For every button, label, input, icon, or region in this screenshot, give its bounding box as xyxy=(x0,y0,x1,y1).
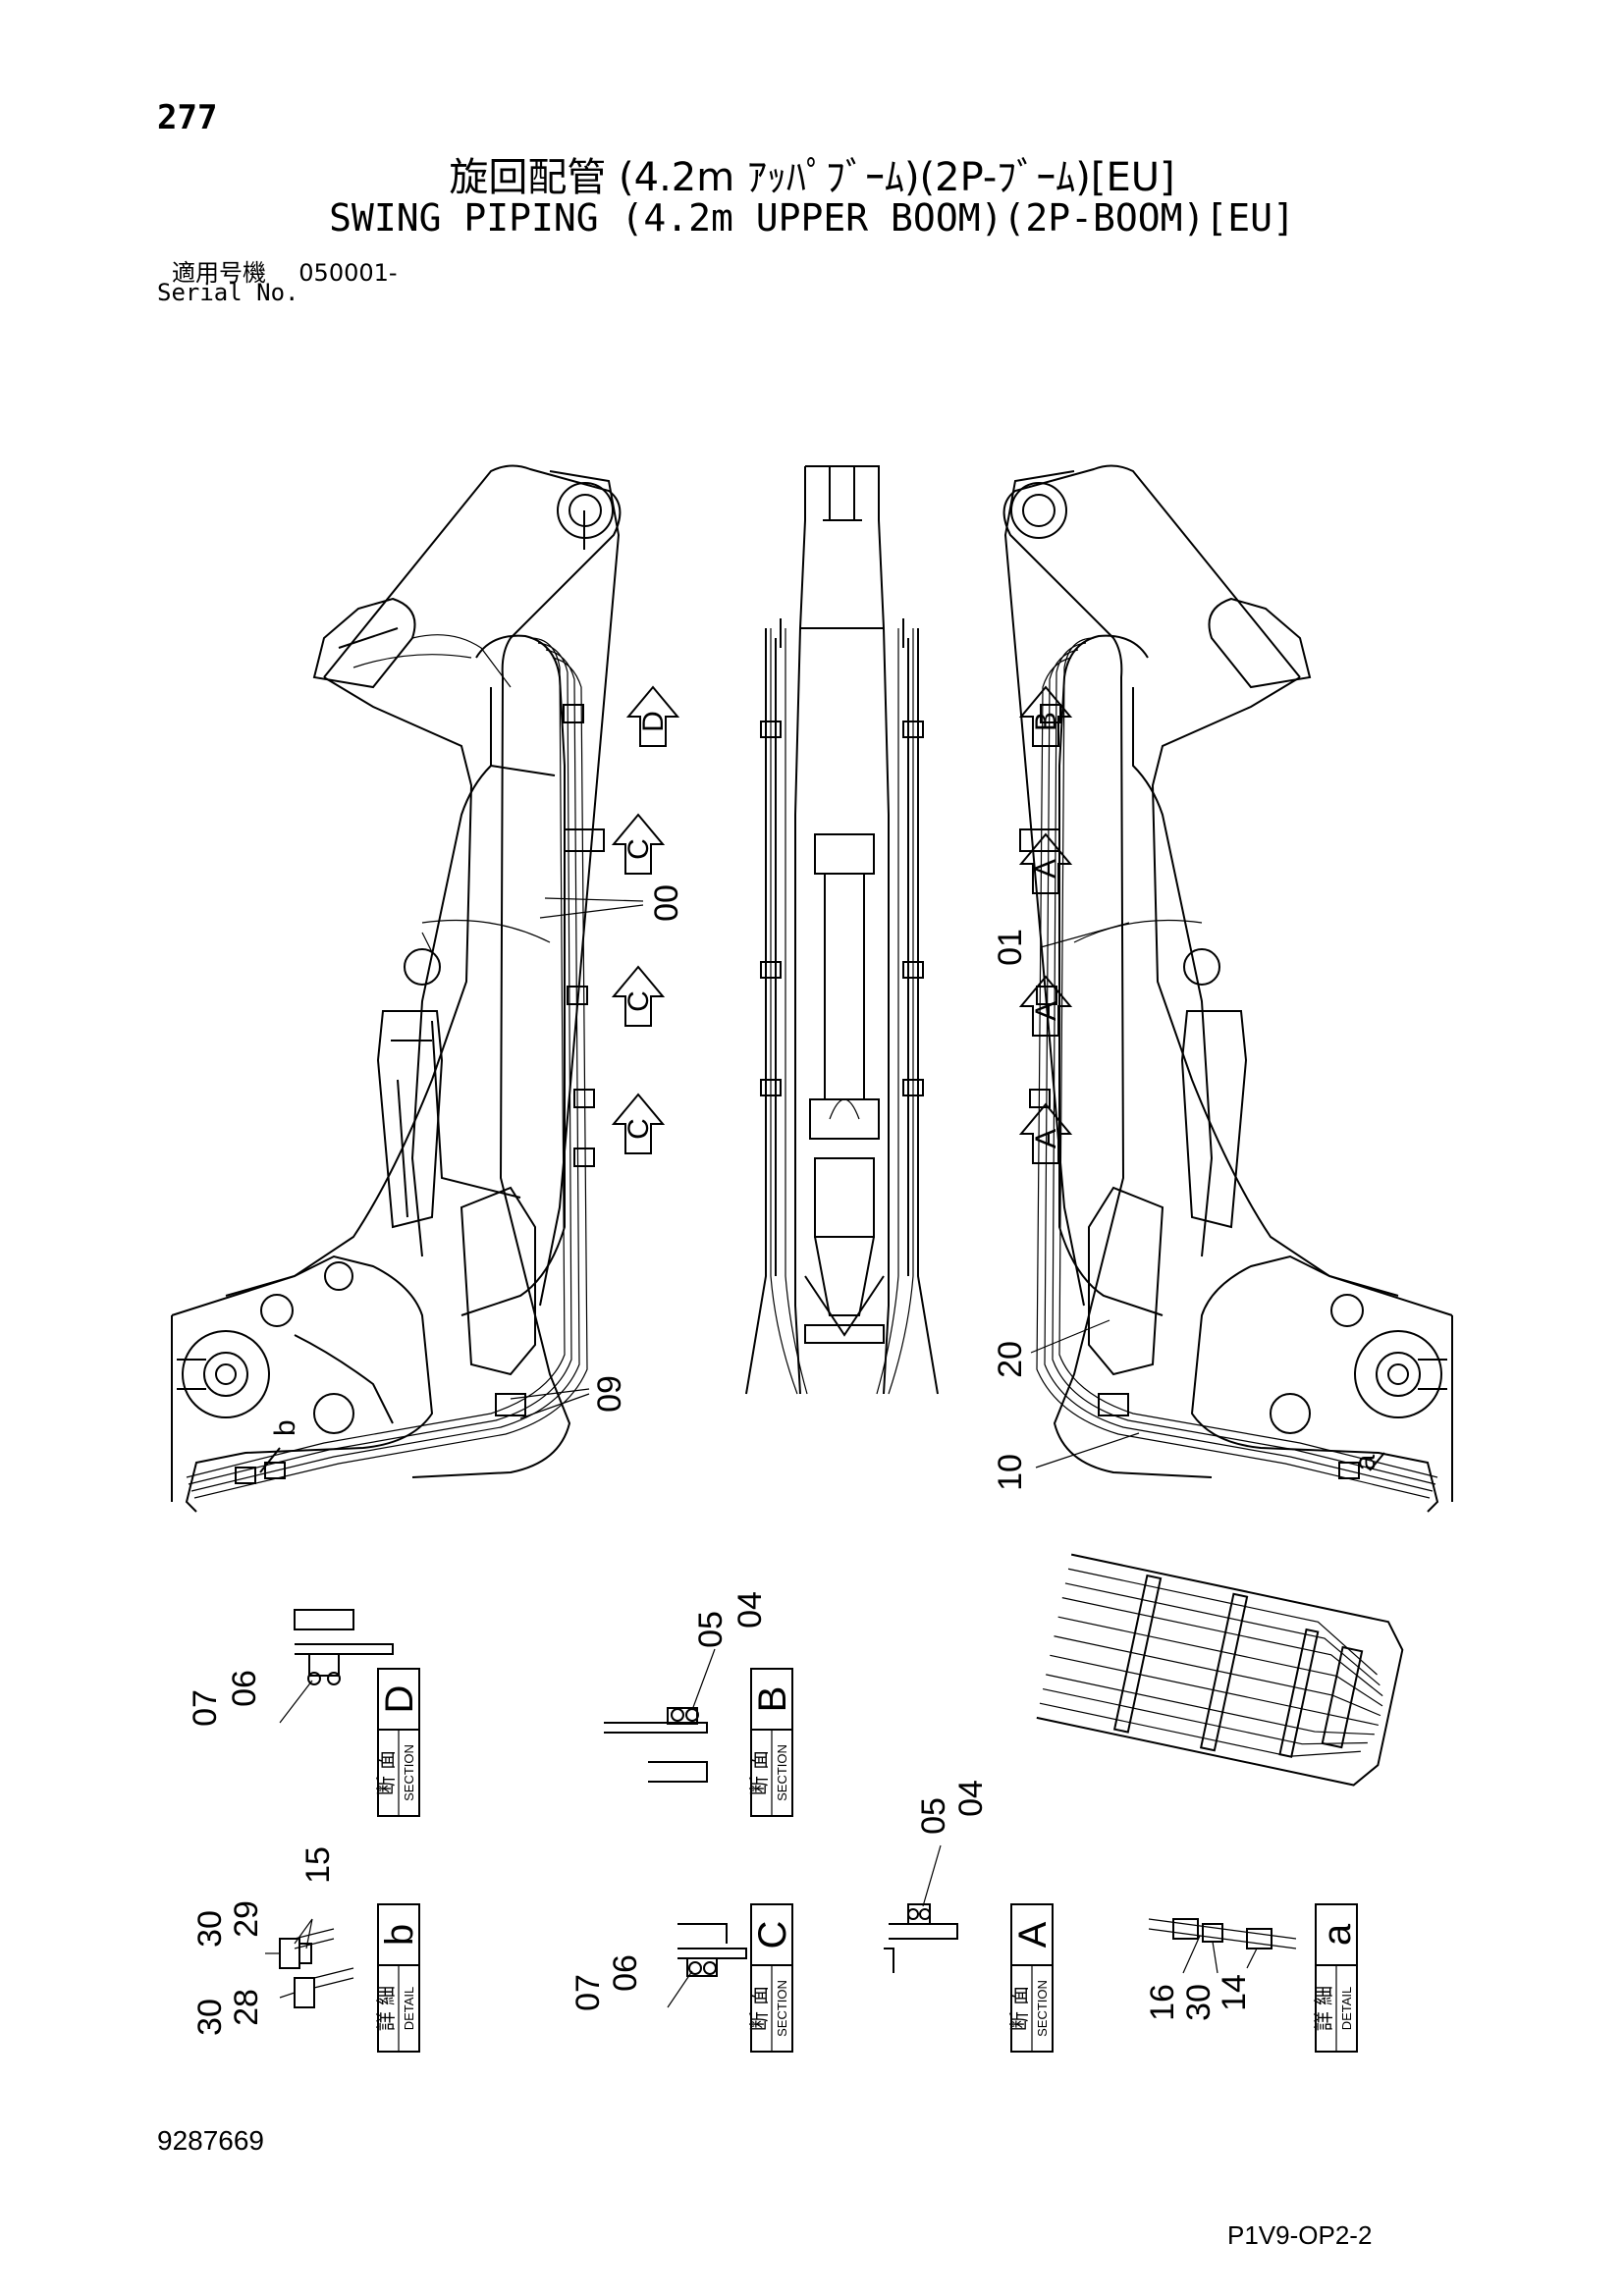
part-number-label: 16 xyxy=(1144,1984,1181,2021)
detail-box-a-5: a 詳 細 DETAIL xyxy=(1312,1903,1359,2053)
serial-label-english: Serial No. xyxy=(157,279,299,306)
callout-01: 01 xyxy=(992,922,1130,966)
part-number-label: 30 xyxy=(191,1910,229,1948)
serial-label-jp-text: 適用号機 xyxy=(172,259,266,287)
center-top-view xyxy=(745,465,939,1395)
view-arrow-c-1: C xyxy=(611,813,666,875)
detail-box-kind-en: SECTION xyxy=(402,1744,416,1801)
detail-box-kind-jp: 詳 細 xyxy=(374,1986,398,2031)
callout-00-label: 00 xyxy=(648,884,685,922)
view-arrow-a-2-letter: A xyxy=(1030,1001,1062,1021)
callout-09-label: 09 xyxy=(591,1375,628,1413)
detail-box-kind-en: SECTION xyxy=(1035,1980,1050,2037)
part-number-label: 14 xyxy=(1216,1974,1253,2011)
section-d-drawing xyxy=(279,1609,394,1724)
detail-a-drawing xyxy=(1148,1918,1297,1974)
view-arrow-d: D xyxy=(625,685,680,747)
right-boom-view xyxy=(1002,464,1453,1513)
part-number-label: 06 xyxy=(226,1670,263,1707)
detail-box-letter: D xyxy=(378,1685,421,1714)
part-number-label: 29 xyxy=(228,1900,265,1938)
callout-20: 20 xyxy=(992,1319,1110,1378)
part-number-label: 15 xyxy=(299,1846,337,1884)
section-c-drawing xyxy=(667,1923,747,2008)
part-number-label: 30 xyxy=(1180,1984,1218,2021)
plan-view-piping xyxy=(1036,1553,1404,1787)
section-b-drawing xyxy=(604,1648,716,1783)
part-number-label: 28 xyxy=(228,1989,265,2026)
view-arrow-a-3: A xyxy=(1018,1102,1073,1164)
page-number: 277 xyxy=(157,98,218,137)
callout-20-label: 20 xyxy=(992,1341,1029,1378)
detail-box-b-2: b 詳 細 DETAIL xyxy=(374,1903,421,2053)
detail-box-kind-en: SECTION xyxy=(775,1980,789,2037)
title-japanese: 旋回配管 (4.2m ｱｯﾊﾟﾌﾞｰﾑ)(2P-ﾌﾞｰﾑ)[EU] xyxy=(449,155,1175,200)
detail-box-kind-jp: 断 面 xyxy=(747,1750,771,1795)
part-number-label: 05 xyxy=(692,1611,730,1648)
callout-10: 10 xyxy=(992,1432,1140,1491)
detail-box-A-4: A 断 面 SECTION xyxy=(1007,1903,1055,2053)
detail-box-kind-jp: 断 面 xyxy=(1007,1986,1031,2031)
view-arrow-c-2: C xyxy=(611,965,666,1027)
part-number-label: 30 xyxy=(191,1999,229,2036)
left-boom-view: b xyxy=(171,464,622,1513)
callout-09: 09 xyxy=(510,1375,628,1419)
detail-box-kind-jp: 詳 細 xyxy=(1312,1986,1335,2031)
detail-marker-b: b xyxy=(269,1419,301,1436)
view-arrow-b-letter: B xyxy=(1030,712,1062,731)
detail-box-letter: b xyxy=(378,1924,421,1946)
view-arrow-d-letter: D xyxy=(637,711,670,732)
callout-00: 00 xyxy=(539,884,685,922)
detail-box-kind-en: DETAIL xyxy=(402,1987,416,2031)
view-arrow-c-1-letter: C xyxy=(623,838,655,860)
serial-number-value: 050001- xyxy=(298,259,398,287)
part-number-label: 04 xyxy=(952,1780,990,1817)
detail-box-letter: A xyxy=(1011,1921,1055,1948)
part-number-label: 07 xyxy=(569,1974,607,2011)
detail-b-drawing xyxy=(265,1918,354,2008)
detail-box-letter: B xyxy=(751,1686,794,1713)
view-arrow-a-1-letter: A xyxy=(1030,859,1062,879)
detail-box-C-3: C 断 面 SECTION xyxy=(747,1903,794,2053)
document-number: 9287669 xyxy=(157,2125,265,2156)
callout-10-label: 10 xyxy=(992,1454,1029,1491)
part-number-label: 05 xyxy=(915,1797,952,1835)
serial-label-japanese: 適用号機 050001- xyxy=(172,253,398,288)
view-arrow-b: B xyxy=(1018,685,1073,747)
view-arrow-a-3-letter: A xyxy=(1030,1129,1062,1148)
view-arrow-a-2: A xyxy=(1018,975,1073,1037)
detail-box-D-0: D 断 面 SECTION xyxy=(374,1668,421,1817)
view-arrow-a-1: A xyxy=(1018,832,1073,894)
detail-box-kind-en: SECTION xyxy=(775,1744,789,1801)
view-arrow-c-3: C xyxy=(611,1093,666,1154)
part-number-label: 06 xyxy=(607,1954,644,1992)
detail-box-kind-jp: 断 面 xyxy=(747,1986,771,2031)
detail-box-kind-jp: 断 面 xyxy=(374,1750,398,1795)
title-english: SWING PIPING (4.2m UPPER BOOM)(2P-BOOM)[… xyxy=(329,196,1295,240)
detail-box-B-1: B 断 面 SECTION xyxy=(747,1668,794,1817)
part-number-label: 07 xyxy=(187,1689,224,1727)
detail-box-kind-en: DETAIL xyxy=(1339,1987,1354,2031)
part-number-label: 04 xyxy=(731,1591,769,1629)
view-arrow-c-2-letter: C xyxy=(623,990,655,1012)
detail-label-boxes: D 断 面 SECTION B 断 面 SECTION b 詳 細 DETAIL C 断 面 SECT… xyxy=(374,1668,1359,2053)
section-a-drawing xyxy=(884,1844,958,1973)
detail-box-letter: C xyxy=(751,1921,794,1949)
detail-box-letter: a xyxy=(1316,1923,1359,1946)
view-arrow-c-3-letter: C xyxy=(623,1118,655,1140)
callout-01-label: 01 xyxy=(992,929,1029,966)
drawing-code: P1V9-OP2-2 xyxy=(1227,2220,1373,2250)
